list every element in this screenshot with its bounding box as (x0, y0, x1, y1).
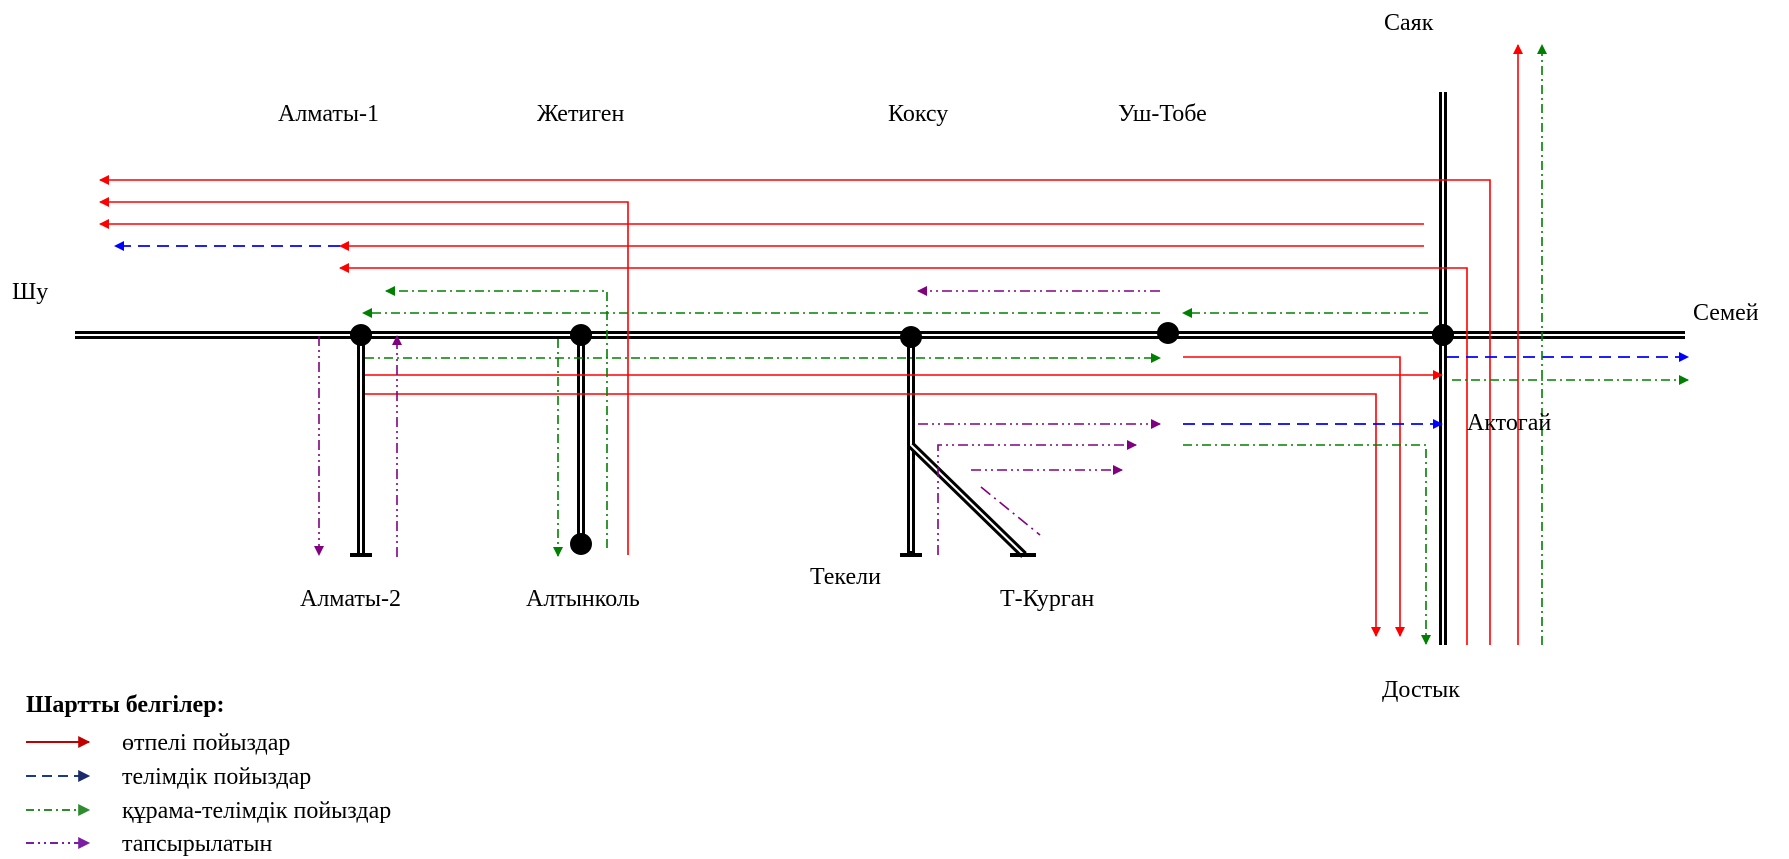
sectional-trains (114, 241, 1689, 429)
transfer-route (980, 486, 1041, 536)
legend-item-sectional: телімдік пойыздар (26, 764, 311, 790)
transfer-trains (314, 286, 1161, 557)
combined-route (1183, 444, 1431, 645)
through-route (1183, 356, 1405, 637)
label-almaty2: Алматы-2 (300, 586, 401, 612)
station-dot-ushtobe (1157, 322, 1179, 344)
buffer-tkurgan (1010, 553, 1036, 557)
legend-item-combined: құрама-телімдік пойыздар (26, 798, 391, 824)
legend-item-transfer: тапсырылатын (26, 831, 272, 857)
legend-label: телімдік пойыздар (122, 764, 311, 790)
legend-item-through: өтпелі пойыздар (26, 730, 290, 756)
label-almaty1: Алматы-1 (278, 101, 379, 127)
station-dot-altynkol (570, 533, 592, 555)
transfer-route (937, 440, 1137, 555)
label-tekeli: Текели (810, 564, 881, 590)
legend-label: құрама-телімдік пойыздар (122, 798, 391, 824)
legend-label: тапсырылатын (122, 831, 272, 857)
label-shu: Шу (12, 279, 48, 305)
label-zhetigen: Жетиген (537, 101, 624, 127)
label-semey: Семей (1693, 300, 1759, 326)
label-dostyk: Достык (1382, 677, 1460, 703)
through-route (99, 197, 629, 555)
label-tkurgan: Т-Курган (1000, 586, 1094, 612)
combined-route (385, 286, 608, 548)
legend: Шартты белгілер: өтпелі пойыздар телімді… (26, 692, 391, 857)
combined-trains (362, 44, 1689, 645)
station-dot-koksu (900, 326, 922, 348)
legend-label: өтпелі пойыздар (122, 730, 290, 756)
legend-title: Шартты белгілер: (26, 692, 225, 718)
tracks (75, 92, 1685, 645)
station-dot-zhetigen (570, 324, 592, 346)
station-labels: Шу Алматы-1 Жетиген Коксу Уш-Тобе Саяк С… (12, 10, 1759, 703)
buffer-almaty2 (350, 553, 372, 557)
through-trains (99, 44, 1523, 645)
through-route (339, 263, 1468, 645)
through-route (99, 175, 1491, 645)
station-dot-aktogay (1432, 324, 1454, 346)
label-koksu: Коксу (888, 101, 948, 127)
label-sayak: Саяк (1384, 10, 1434, 36)
label-altynkol: Алтынколь (526, 586, 640, 612)
through-route (365, 393, 1381, 637)
label-aktogay: Актогай (1467, 410, 1551, 436)
buffer-tekeli (900, 553, 922, 557)
station-dots (350, 322, 1454, 555)
station-dot-almaty1 (350, 324, 372, 346)
label-ushtobe: Уш-Тобе (1118, 101, 1207, 127)
